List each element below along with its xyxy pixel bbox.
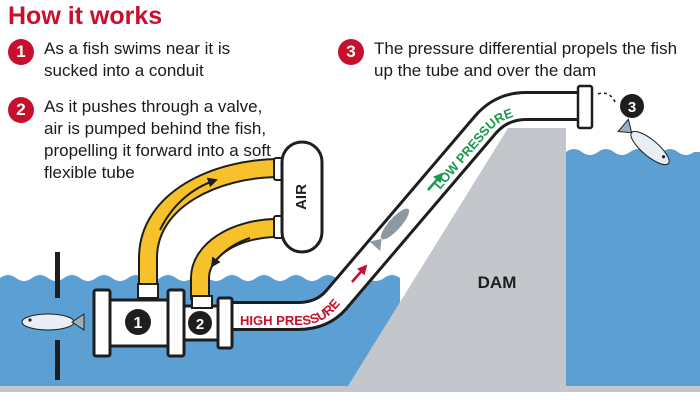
step-3-badge: 3 bbox=[338, 39, 364, 65]
marker-3-text: 3 bbox=[628, 99, 636, 116]
step-2: 2 As it pushes through a valve, air is p… bbox=[8, 96, 308, 184]
air-hoses bbox=[138, 158, 281, 300]
low-pressure-arrow bbox=[427, 172, 444, 191]
dam bbox=[348, 128, 566, 392]
flexible-tube bbox=[232, 91, 584, 331]
marker-1: 1 bbox=[125, 309, 151, 335]
ground-line bbox=[0, 386, 700, 392]
marker-3: 3 bbox=[620, 94, 644, 118]
step-2-text: As it pushes through a valve, air is pum… bbox=[44, 97, 271, 182]
step-3: 3 The pressure differential propels the … bbox=[338, 38, 688, 82]
step-2-badge: 2 bbox=[8, 97, 34, 123]
marker-1-text: 1 bbox=[134, 315, 143, 332]
step-3-text: The pressure differential propels the fi… bbox=[374, 39, 678, 80]
conduit-pipe bbox=[92, 283, 186, 358]
step-1-text: As a fish swims near it is sucked into a… bbox=[44, 39, 231, 80]
marker-2: 2 bbox=[188, 311, 212, 335]
air-tank bbox=[273, 140, 324, 254]
water-right bbox=[566, 149, 700, 390]
page-title: How it works bbox=[8, 2, 163, 30]
tube-outlet bbox=[576, 84, 594, 130]
air-label: AIR bbox=[293, 184, 310, 210]
intake-grate bbox=[55, 252, 60, 380]
fish-left bbox=[21, 313, 85, 331]
step-1-badge: 1 bbox=[8, 39, 34, 65]
high-pressure-arrow bbox=[351, 264, 368, 283]
fish-trajectory bbox=[597, 92, 617, 105]
marker-2-text: 2 bbox=[196, 316, 204, 333]
fish-in-tube bbox=[369, 208, 410, 251]
step-1: 1 As a fish swims near it is sucked into… bbox=[8, 38, 308, 82]
fish-landing bbox=[617, 118, 670, 166]
dam-label: DAM bbox=[478, 273, 517, 292]
